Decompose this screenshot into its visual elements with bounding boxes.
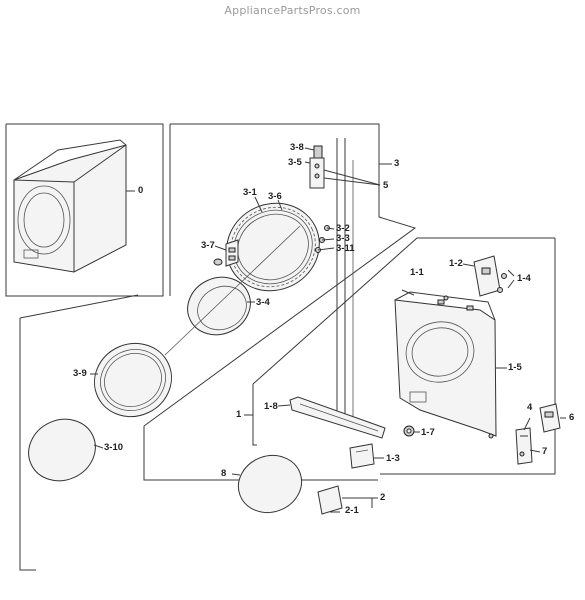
axis-line [164,225,301,356]
callout-1-4: 1-4 [517,273,531,284]
callout-3-1: 3-1 [243,187,257,198]
callout-3-9: 3-9 [73,368,87,379]
callout-1-1: 1-1 [410,267,424,278]
filter-cover-8 [231,455,303,513]
callout-2: 2 [380,492,386,503]
door-switch [462,255,515,297]
callout-4: 4 [527,402,533,413]
washer-inset [5,123,164,297]
callout-1-8: 1-8 [264,401,278,412]
callout-5: 5 [383,180,389,191]
callout-1-7: 1-7 [421,427,435,438]
leader-3-6 [277,199,283,211]
callout-6: 6 [569,412,575,423]
callout-3-7: 3-7 [201,240,215,251]
callout-1-2: 1-2 [449,258,463,269]
leader-3-1 [254,196,263,213]
callout-7: 7 [542,446,548,457]
callout-3: 3 [394,158,400,169]
callout-3-2: 3-2 [336,223,350,234]
callout-8: 8 [221,468,227,479]
callout-3-6: 3-6 [268,191,282,202]
callout-3-3: 3-3 [336,233,350,244]
lock-assembly [515,403,566,465]
door-hinge [304,145,381,189]
callout-3-8: 3-8 [290,142,304,153]
callout-3-5: 3-5 [288,157,302,168]
door-outer-ring [226,202,320,292]
callout-1: 1 [236,409,242,420]
door-screws [315,225,335,253]
door-glass-frame [90,342,172,418]
small-bushing [403,425,420,437]
callout-1-5: 1-5 [508,362,522,373]
watermark: AppliancePartsPros.com [224,4,361,17]
callout-0: 0 [138,185,144,196]
door-assembly-frame [19,123,417,571]
front-rail [277,396,386,439]
service-cover-2 [317,485,378,515]
callout-3-11: 3-11 [336,243,355,254]
hinge-lines [336,138,354,425]
front-panel [394,289,507,439]
callout-3-10: 3-10 [104,442,124,453]
bracket-1-3 [349,443,384,469]
door-latch [213,239,239,267]
door-glass [28,418,104,482]
front-panel-frame [244,237,556,475]
door-inner-ring [187,276,255,336]
callout-1-3: 1-3 [386,453,400,464]
callout-2-1: 2-1 [345,505,359,516]
callout-3-4: 3-4 [256,297,270,308]
